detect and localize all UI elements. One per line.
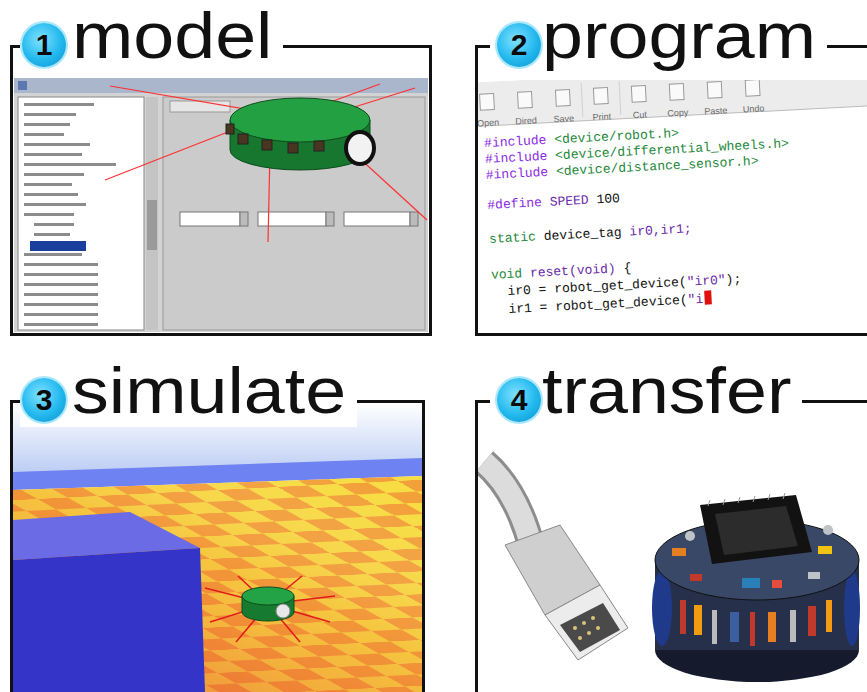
- field-pane: [163, 97, 425, 330]
- code-token: #include: [484, 133, 547, 151]
- code-token: {: [623, 261, 632, 276]
- code-token: #include: [485, 165, 548, 183]
- scene-tree-screenshot: [14, 78, 428, 332]
- box-front: [13, 548, 205, 692]
- step-number: 3: [36, 383, 53, 416]
- step-panel: simulate3: [10, 400, 425, 692]
- code-editor-tilted: OpenDiredSavePrintCutCopyPasteUndo #incl…: [478, 80, 867, 333]
- code-token: "ir0": [686, 273, 726, 290]
- toolbar-label: Paste: [697, 105, 735, 117]
- step-number-badge: 4: [497, 378, 541, 422]
- toolbar-label: Copy: [659, 107, 697, 119]
- step-heading: program: [542, 0, 816, 72]
- code-token: static: [489, 229, 537, 246]
- step-heading: model: [72, 0, 272, 72]
- code-token: SPEED: [549, 193, 589, 210]
- spin-buttons: [240, 212, 418, 226]
- step-panel: transfer4: [475, 400, 867, 692]
- toolbar-label: Dired: [507, 115, 545, 127]
- chip-face: [715, 506, 798, 555]
- step-number: 4: [511, 383, 528, 416]
- toolbar-label: Open: [478, 117, 507, 129]
- code-token: 100: [596, 191, 620, 207]
- heading-patch: program: [490, 0, 827, 72]
- side-components: [680, 600, 832, 646]
- code-token: "i: [687, 292, 703, 308]
- code-token: );: [725, 272, 741, 288]
- step-heading: transfer: [542, 355, 792, 427]
- window-icon: [18, 81, 27, 90]
- chip: [700, 495, 812, 564]
- chip-pins: [708, 493, 785, 506]
- scroll-thumb: [147, 200, 157, 250]
- step-heading: simulate: [72, 355, 346, 427]
- field-tab: [170, 101, 230, 112]
- heading-patch: simulate: [20, 355, 357, 427]
- sensor-rays: [205, 576, 335, 642]
- step-panel: model1: [10, 45, 432, 336]
- step-number-badge: 2: [497, 23, 541, 67]
- toolbar-label: Print: [583, 111, 621, 123]
- code-token: #include: [485, 149, 548, 167]
- code-token: device_tag: [543, 225, 622, 244]
- step-number: 1: [36, 28, 53, 61]
- text-cursor: [704, 290, 712, 304]
- code-token: void: [491, 266, 523, 283]
- number-fields: [180, 212, 410, 226]
- code-editor-window: OpenDiredSavePrintCutCopyPasteUndo #incl…: [478, 80, 867, 333]
- toolbar-edge: [478, 105, 867, 127]
- code-token: ir0,ir1;: [629, 221, 692, 239]
- floor-shade: [13, 476, 422, 692]
- code-token: #define: [487, 195, 542, 213]
- selected-row: [30, 241, 86, 251]
- editor-ground: [478, 80, 867, 333]
- step-panel: program2: [475, 45, 867, 336]
- tree-pane: [18, 97, 144, 330]
- window-body: [14, 78, 428, 332]
- step-number-badge: 1: [22, 23, 66, 67]
- sensor-leader-lines: [105, 84, 427, 242]
- serial-cable: [484, 462, 628, 660]
- simulation-world: [13, 403, 422, 692]
- code-token: reset(void): [530, 261, 616, 280]
- toolbar: [478, 80, 867, 127]
- tree-rows: [24, 103, 116, 326]
- checker-floor: [13, 476, 422, 692]
- title-bar: [14, 78, 428, 93]
- robot-model: [226, 98, 374, 170]
- toolbar-label: Cut: [621, 109, 659, 121]
- step-number-badge: 3: [22, 378, 66, 422]
- step-number: 2: [511, 28, 528, 61]
- toolbar-label: Save: [545, 113, 583, 125]
- simulated-robot: [242, 587, 294, 621]
- scrollbar: [146, 97, 158, 330]
- real-robot: [652, 493, 860, 682]
- toolbar-label: Undo: [734, 103, 772, 115]
